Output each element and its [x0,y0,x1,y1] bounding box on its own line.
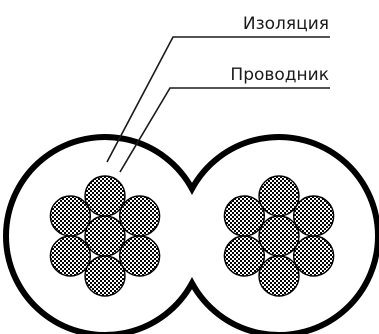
conductor-strand-left-7 [118,195,161,237]
insulation-shell [3,134,379,334]
conductor-core-left [49,175,161,297]
conductor-strand-left-4 [49,235,92,277]
conductor-strand-left-3 [49,195,92,237]
conductor-strand-right-1 [258,215,300,257]
conductor-strand-left-1 [84,215,126,257]
conductor-strand-left-6 [118,235,161,277]
conductor-label: Проводник [230,65,329,85]
conductor-strand-left-2 [84,175,126,217]
insulation-outline [3,134,379,334]
insulation-label: Изоляция [243,14,329,34]
conductor-strand-right-4 [223,235,266,277]
insulation-leader-line [106,36,330,163]
conductor-strand-left-5 [84,255,126,297]
conductor-strand-right-3 [223,195,266,237]
conductor-leader-line [119,87,330,173]
conductor-strand-right-6 [292,235,335,277]
conductor-core-right [223,175,335,297]
leader-lines [106,36,330,173]
conductor-strand-right-2 [258,175,300,217]
conductor-strand-right-5 [258,255,300,297]
conductor-strand-right-7 [292,195,335,237]
